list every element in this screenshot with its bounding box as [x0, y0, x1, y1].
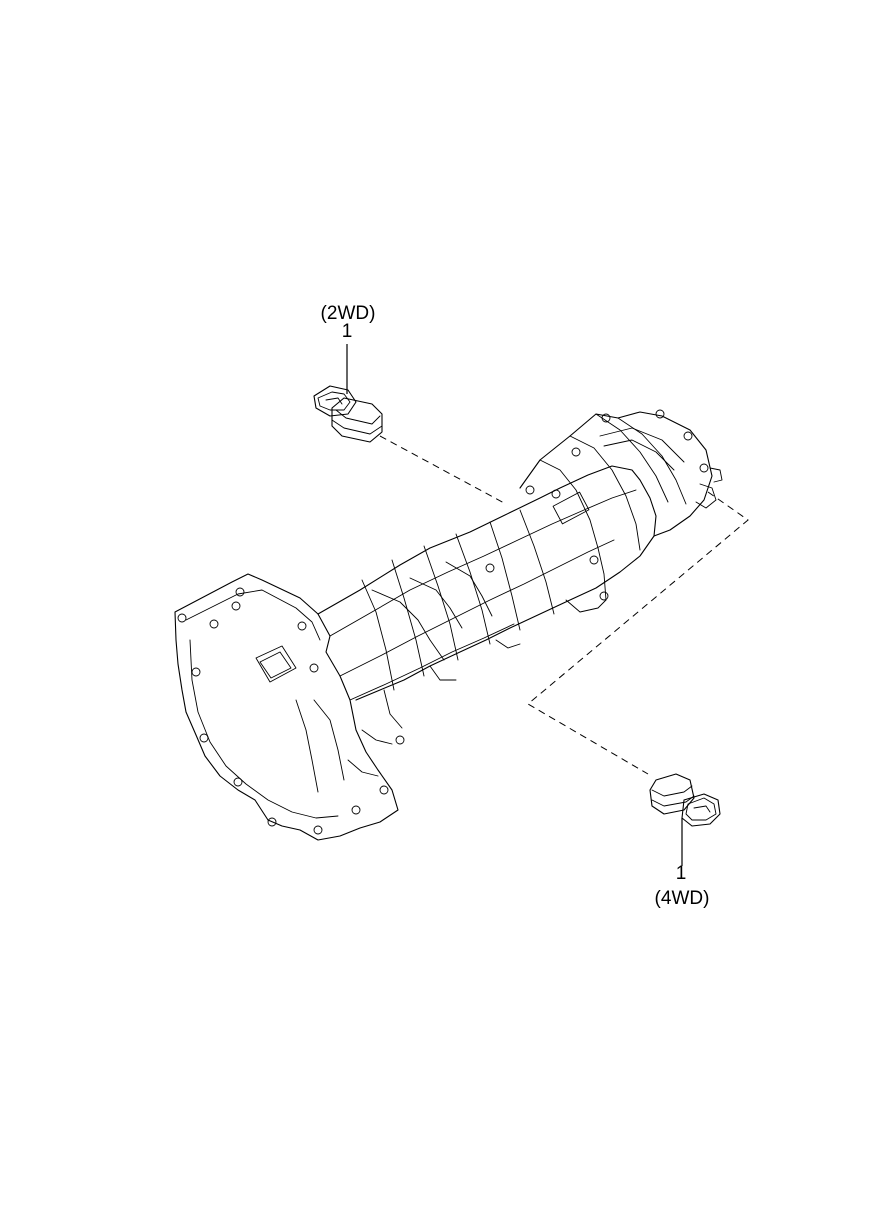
sensor-4wd-icon [649, 773, 721, 827]
connector-4wd-line [527, 491, 749, 775]
callout-2wd-part-number: 1 [342, 321, 353, 342]
connector-lines [379, 435, 749, 775]
callout-4wd-part-number: 1 [676, 863, 687, 884]
transmission-assembly-icon [174, 409, 723, 841]
sensor-2wd-icon [313, 385, 383, 443]
connector-2wd-line [379, 435, 507, 505]
callout-2wd-variant: (2WD) [321, 303, 376, 324]
callout-4wd-variant: (4WD) [655, 888, 710, 909]
